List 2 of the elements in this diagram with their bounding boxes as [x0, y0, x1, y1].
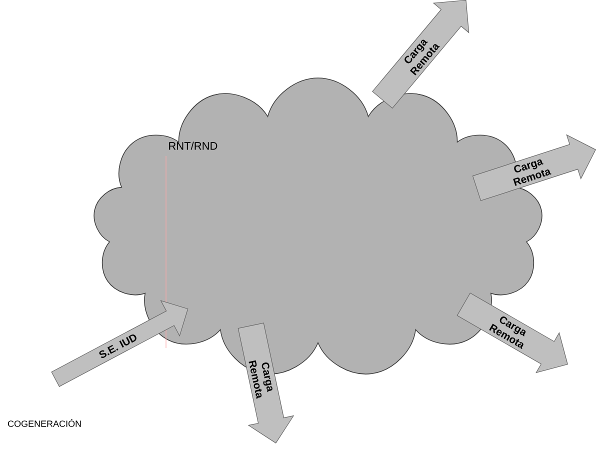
- caption-text: COGENERACIÓN: [8, 419, 81, 427]
- cloud-label: RNT/RND: [169, 142, 218, 150]
